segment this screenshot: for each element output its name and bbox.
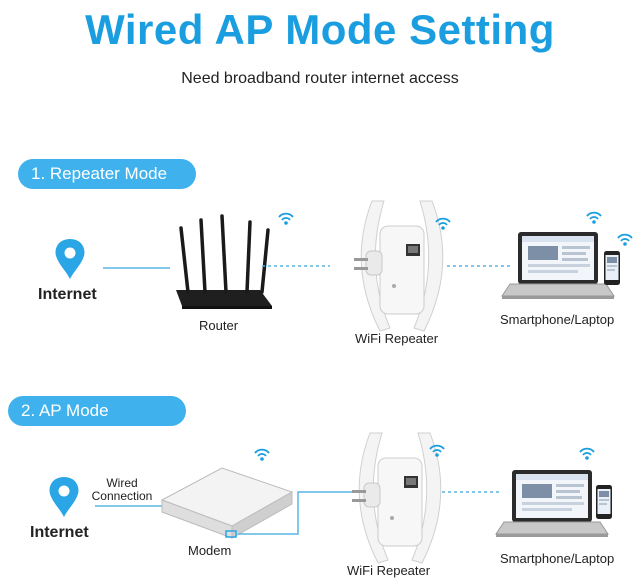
repeater-mode-badge: 1. Repeater Mode xyxy=(18,159,196,189)
wifi-signal-icon xyxy=(254,448,270,462)
wifi-repeater-icon xyxy=(351,432,442,564)
wifi-repeater-label: WiFi Repeater xyxy=(355,331,439,346)
wifi-signal-icon xyxy=(278,212,294,226)
modem-label: Modem xyxy=(188,543,232,558)
wifi-signal-icon xyxy=(586,211,602,225)
wifi-repeater-label: WiFi Repeater xyxy=(347,563,431,578)
ethernet-cable-line xyxy=(238,491,352,535)
smartphone-icon xyxy=(596,485,612,519)
smartphone-laptop-label: Smartphone/Laptop xyxy=(500,551,615,566)
wifi-repeater-icon xyxy=(353,200,444,332)
page-subtitle: Need broadband router internet access xyxy=(181,70,459,87)
internet-label: Internet xyxy=(38,286,97,303)
wired-connection-line2: Connection xyxy=(91,489,153,503)
smartphone-laptop-label: Smartphone/Laptop xyxy=(500,312,615,327)
laptop-icon xyxy=(495,469,609,538)
laptop-icon xyxy=(501,231,615,300)
location-pin-icon xyxy=(49,477,79,517)
router-icon xyxy=(176,214,272,309)
page-title: Wired AP Mode Setting xyxy=(85,6,555,53)
location-pin-icon xyxy=(55,239,85,279)
wired-connection-label: Wired Connection xyxy=(84,477,160,503)
wifi-signal-icon xyxy=(617,233,633,247)
wifi-signal-icon xyxy=(579,447,595,461)
smartphone-icon xyxy=(604,251,620,285)
modem-icon xyxy=(160,467,294,539)
wired-connection-line1: Wired xyxy=(106,476,138,490)
ap-mode-badge: 2. AP Mode xyxy=(8,396,186,426)
internet-label: Internet xyxy=(30,524,89,541)
router-label: Router xyxy=(199,318,239,333)
